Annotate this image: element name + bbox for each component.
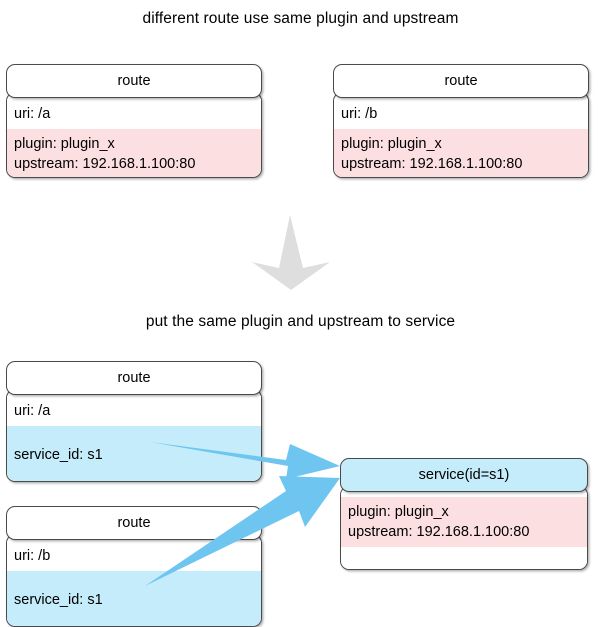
top-route-a-title: route — [6, 64, 262, 98]
top-route-a-body: uri: /a plugin: plugin_x upstream: 192.1… — [6, 92, 262, 178]
service-spacer-bottom — [341, 547, 587, 569]
service-plugin: plugin: plugin_x — [348, 504, 449, 520]
bottom-route-a-title: route — [6, 361, 262, 395]
bottom-route-b-title: route — [6, 506, 262, 540]
heading-top: different route use same plugin and upst… — [142, 10, 459, 27]
bottom-route-b-service-id: service_id: s1 — [7, 571, 261, 626]
bottom-route-b-uri: uri: /b — [7, 541, 261, 571]
down-arrow-icon — [252, 215, 330, 290]
bottom-route-b-body: uri: /b service_id: s1 — [6, 534, 262, 627]
top-route-b-upstream: upstream: 192.168.1.100:80 — [341, 156, 523, 172]
bottom-route-a-body: uri: /a service_id: s1 — [6, 389, 262, 482]
service-upstream: upstream: 192.168.1.100:80 — [348, 524, 530, 540]
top-route-b-plugin-block: plugin: plugin_x upstream: 192.168.1.100… — [334, 129, 588, 177]
service-body: plugin: plugin_x upstream: 192.168.1.100… — [340, 486, 588, 570]
top-route-b-body: uri: /b plugin: plugin_x upstream: 192.1… — [333, 92, 589, 178]
top-route-a-plugin: plugin: plugin_x — [14, 136, 115, 152]
bottom-route-a-uri: uri: /a — [7, 396, 261, 426]
service-spacer-top — [341, 487, 587, 497]
top-route-a-uri: uri: /a — [7, 99, 261, 129]
top-route-a-plugin-block: plugin: plugin_x upstream: 192.168.1.100… — [7, 129, 261, 177]
service-title: service(id=s1) — [340, 458, 588, 492]
service-plugin-block: plugin: plugin_x upstream: 192.168.1.100… — [341, 497, 587, 547]
bottom-route-a-service-id: service_id: s1 — [7, 426, 261, 481]
top-route-b-uri: uri: /b — [334, 99, 588, 129]
heading-middle: put the same plugin and upstream to serv… — [145, 313, 456, 330]
top-route-a-upstream: upstream: 192.168.1.100:80 — [14, 156, 196, 172]
top-route-b-plugin: plugin: plugin_x — [341, 136, 442, 152]
top-route-b-title: route — [333, 64, 589, 98]
